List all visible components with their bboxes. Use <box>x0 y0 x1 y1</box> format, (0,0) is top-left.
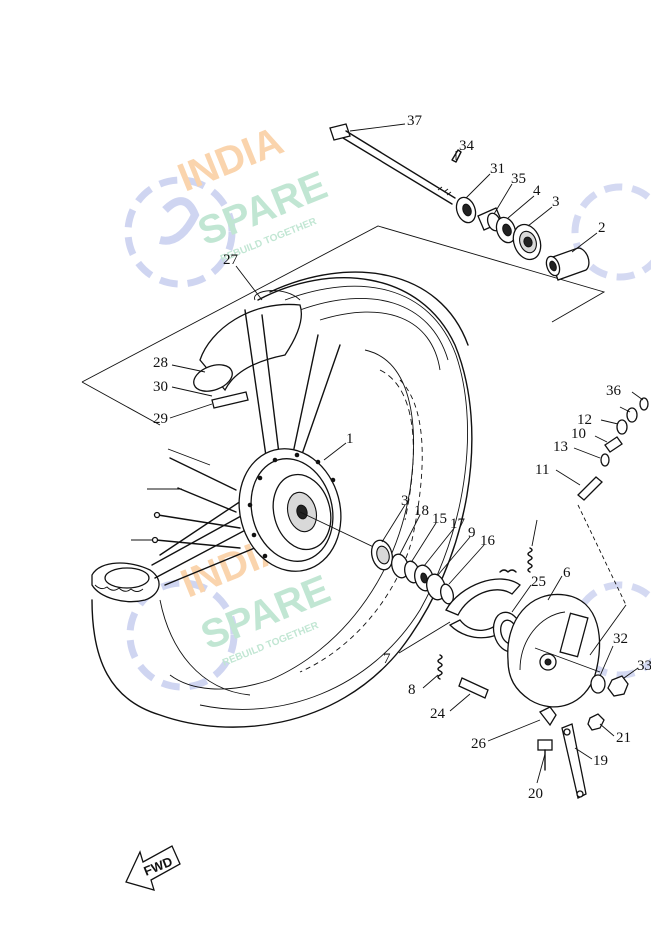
axle-nut <box>455 196 477 224</box>
axle-shaft <box>329 123 456 205</box>
callout-24: 29 <box>153 411 168 427</box>
callout-8: 9 <box>468 525 476 541</box>
callout-1: 1 <box>346 431 354 447</box>
callout-4: 4 <box>533 183 541 199</box>
spokes <box>151 309 341 586</box>
callout-20: 25 <box>531 574 546 590</box>
callout-3-lower: 3 <box>401 493 409 509</box>
callout-30: 34 <box>459 138 475 154</box>
brake-lever <box>561 723 587 799</box>
callout-21: 26 <box>471 736 487 752</box>
oil-seal <box>495 216 517 244</box>
nut-18 <box>587 713 605 731</box>
fwd-direction-arrow: FWD <box>125 845 181 891</box>
callout-13a: 15 <box>432 511 447 527</box>
callout-5: 6 <box>563 565 571 581</box>
callout-28: 33 <box>637 658 651 674</box>
callout-6: 7 <box>383 651 391 667</box>
nut-28 <box>607 675 629 697</box>
callout-31: 35 <box>511 171 526 187</box>
spring-7 <box>437 654 443 680</box>
callout-3-top: 3 <box>552 194 560 210</box>
callout-22: 27 <box>223 252 239 268</box>
callout-12: 13 <box>553 439 568 455</box>
front-wheel <box>91 271 473 728</box>
brake-side-parts <box>370 397 649 799</box>
callout-2: 2 <box>598 220 606 236</box>
leader-lines <box>131 123 644 784</box>
callout-16: 19 <box>593 753 608 769</box>
brake-panel <box>507 593 601 708</box>
speedometer-drive <box>577 397 649 656</box>
wear-indicator <box>539 706 557 727</box>
callout-26: 31 <box>490 161 505 177</box>
callout-15: 18 <box>414 503 429 519</box>
callout-23: 28 <box>153 355 168 371</box>
callout-29: 32 <box>613 631 628 647</box>
callout-27: 37 <box>407 113 423 129</box>
lever-bolt <box>537 739 553 771</box>
callout-32: 36 <box>606 383 622 399</box>
brake-cam <box>458 677 489 699</box>
wheel-bearing-lower <box>370 539 394 571</box>
spoke-parts <box>151 457 241 549</box>
callout-17: 20 <box>528 786 543 802</box>
axle-assembly <box>81 123 606 426</box>
callout-9: 10 <box>571 426 586 442</box>
callout-11: 12 <box>577 412 592 428</box>
callout-14: 17 <box>450 516 466 532</box>
callout-25: 30 <box>153 379 168 395</box>
spring-37 <box>527 547 533 573</box>
callout-13b: 16 <box>480 533 496 549</box>
wheel-bearing-top <box>512 223 542 261</box>
callout-10: 11 <box>535 462 549 478</box>
wheel-hub <box>238 448 342 572</box>
axle-spacer <box>545 247 590 281</box>
callout-18: 21 <box>616 730 631 746</box>
tube-valve <box>211 391 249 409</box>
tire <box>91 277 473 728</box>
callout-labels: 37 34 31 35 4 3 2 27 28 30 29 1 3 18 15 … <box>153 113 651 802</box>
callout-19: 24 <box>430 706 446 722</box>
callout-7: 8 <box>408 682 416 698</box>
washer-29 <box>590 674 606 694</box>
